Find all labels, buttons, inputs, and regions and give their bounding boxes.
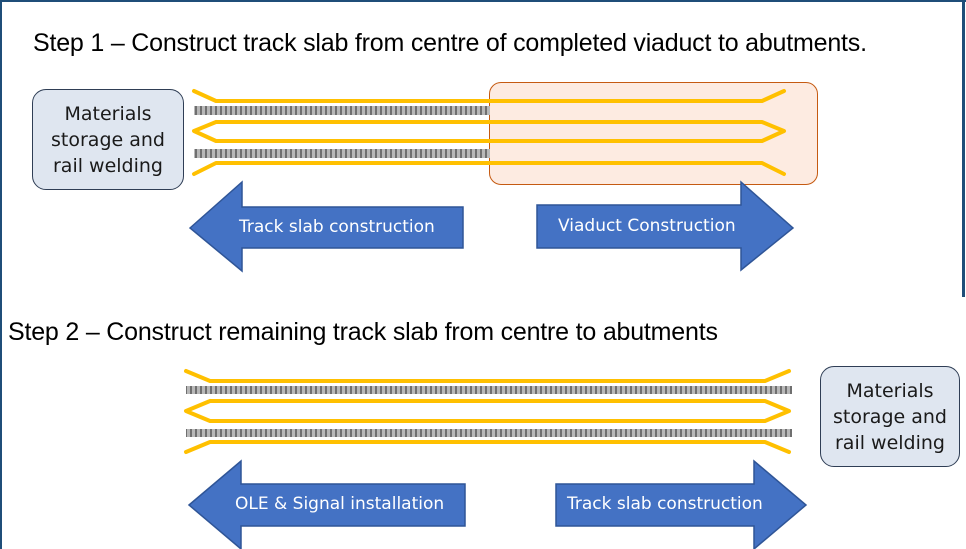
- step2-rails: [186, 386, 792, 437]
- materials-box-line: Materials: [846, 379, 934, 402]
- step1-track-lines: [192, 89, 786, 176]
- track-line-bottom-2: [184, 440, 791, 454]
- step1-title: Step 1 – Construct track slab from centr…: [33, 29, 867, 57]
- arrow-track-slab-construction-2: [555, 459, 808, 549]
- track-line-middle: [192, 120, 786, 143]
- arrow-label-ole-signal: OLE & Signal installation: [235, 494, 445, 514]
- track-line-middle-2: [184, 399, 791, 423]
- rail-track-upper: [194, 106, 490, 115]
- rail-track-lower: [194, 149, 490, 158]
- arrow-label-viaduct: Viaduct Construction: [558, 216, 736, 236]
- frame-top-border: [0, 0, 966, 2]
- track-line-top: [192, 89, 786, 103]
- rail-track-upper-2: [186, 386, 792, 394]
- frame-right-border: [962, 0, 965, 297]
- materials-storage-box-2: Materials storage and rail welding: [820, 366, 960, 467]
- rail-track-lower-2: [186, 429, 792, 437]
- arrow-label-track-slab-2: Track slab construction: [567, 494, 763, 514]
- materials-box-line: storage and: [833, 405, 947, 428]
- track-line-bottom: [192, 161, 786, 176]
- arrow-label-track-slab: Track slab construction: [239, 217, 435, 237]
- step2-track-lines: [184, 369, 791, 454]
- arrow-ole-signal-installation: [187, 459, 466, 549]
- materials-box-line: rail welding: [52, 154, 163, 177]
- frame-left-border: [0, 0, 2, 549]
- materials-box-line: Materials: [64, 102, 152, 125]
- step1-rails: [194, 106, 490, 158]
- step2-title: Step 2 – Construct remaining track slab …: [8, 318, 718, 346]
- arrow-viaduct-construction: [536, 180, 795, 272]
- materials-box-line: storage and: [51, 128, 165, 151]
- materials-box-line: rail welding: [834, 431, 945, 454]
- arrow-track-slab-construction: [188, 180, 464, 273]
- track-line-top-2: [184, 369, 791, 383]
- materials-storage-box: Materials storage and rail welding: [32, 89, 184, 190]
